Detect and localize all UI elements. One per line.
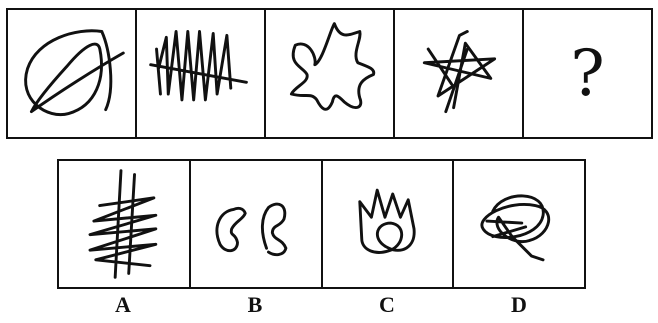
option-label-d: D [453,292,585,322]
option-cell-d[interactable] [452,159,586,289]
question-sequence-row: ? [6,8,655,139]
hash-zigzag-icon [59,161,189,287]
option-cell-b[interactable] [189,159,323,289]
question-mark: ? [524,10,651,137]
ellipse-tangle-icon [8,10,135,137]
round-tangle-icon [454,161,584,287]
option-labels: A B C D [57,292,586,322]
sequence-cell-2 [135,8,266,139]
option-label-a: A [57,292,189,322]
sequence-cell-3 [264,8,395,139]
sequence-cell-4 [393,8,524,139]
zigzag-crossed-icon [137,10,264,137]
option-label-c: C [321,292,453,322]
two-hooks-icon [191,161,321,287]
sequence-cell-unknown: ? [522,8,653,139]
options-row [57,159,586,289]
option-cell-c[interactable] [321,159,455,289]
option-cell-a[interactable] [57,159,191,289]
pentagram-scribble-icon [395,10,522,137]
sequence-cell-1 [6,8,137,139]
spike-loop-icon [323,161,453,287]
option-label-b: B [189,292,321,322]
blob-star-icon [266,10,393,137]
